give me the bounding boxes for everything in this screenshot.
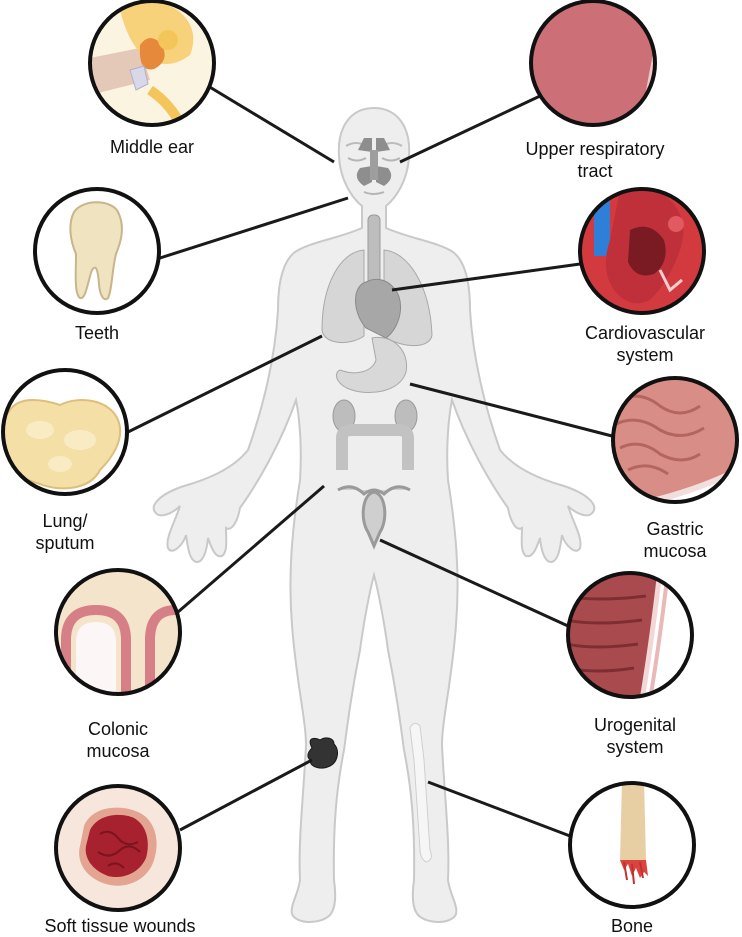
upper-resp-callout [529,0,657,127]
connector-colon [177,484,325,614]
label-teeth: Teeth [74,323,120,343]
left-lung-icon [321,249,365,343]
trachea-icon [367,214,381,286]
urogenital-tissue-icon [568,573,670,697]
connector-urogenital [379,538,569,628]
middle-ear-callout [88,0,216,127]
connector-lung [127,334,323,434]
colon-villus-icon [56,570,180,694]
label-soft-tissue: Soft tissue wounds [44,916,196,936]
human-body-figure [152,106,596,923]
knee-wound-icon [307,737,338,769]
connector-teeth [159,196,349,260]
label-cardio: Cardiovascular system [584,323,706,365]
connector-middle-ear [207,84,335,164]
ear-anatomy-icon [90,1,214,125]
heart-organ-icon [355,278,402,339]
heart-icon [580,189,704,313]
mouth [363,191,385,195]
bone-callout [568,781,696,909]
connector-lines [127,84,613,838]
label-urogenital: Urogenital system [593,715,677,757]
urogenital-callout [566,571,694,699]
stomach-icon [336,336,408,393]
label-middle-ear: Middle ear [109,137,195,157]
label-lung-sputum: Lung/ sputum [35,511,95,553]
connector-upper-resp [399,94,541,164]
label-bone: Bone [610,916,654,936]
bone-fracture-icon [620,783,648,885]
wound-icon [79,807,157,886]
airway-tissue-icon [531,1,655,125]
cardio-callout [578,187,706,315]
lung-sputum-callout [1,368,129,496]
label-upper-resp: Upper respiratory tract [525,139,665,181]
connector-cardio [391,262,581,292]
eye-left [347,157,367,162]
molar-tooth-icon [69,201,123,301]
colonic-mucosa-callout [54,568,182,696]
nasal-cavity-icon [370,150,378,180]
connector-wound [179,758,313,832]
colon-icon [336,424,414,470]
gastric-mucosa-callout [611,376,739,504]
label-gastric: Gastric mucosa [643,519,707,561]
uterus-icon [337,485,411,550]
sinus-icon [356,138,392,186]
soft-tissue-callout [54,784,182,912]
connector-bone [427,780,571,838]
femur-icon [409,722,432,863]
connector-gastric [409,382,613,438]
label-colonic-mucosa: Colonic mucosa [86,719,150,761]
teeth-callout [33,187,161,315]
eye-right [381,157,401,162]
